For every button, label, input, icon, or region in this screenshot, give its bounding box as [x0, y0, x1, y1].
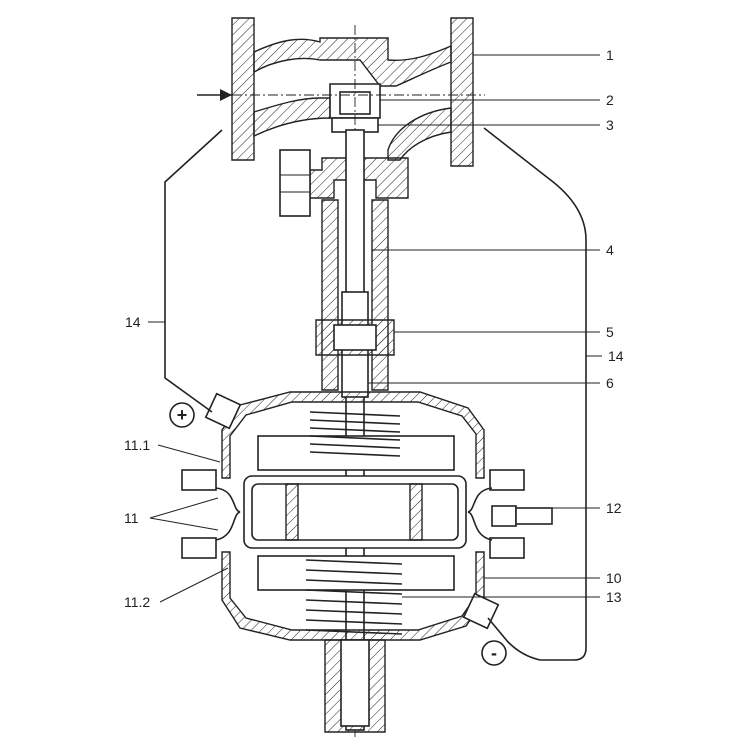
bonnet-neck-left — [321, 199, 339, 391]
flange-bolt-bottom-left — [181, 537, 217, 559]
minus-symbol: - — [491, 643, 497, 663]
callout-12: 12 — [606, 500, 622, 516]
bonnet-bolt — [279, 149, 311, 217]
diaphragm-inner — [251, 483, 459, 541]
minus-circle — [481, 640, 507, 666]
lower-chamber — [257, 555, 455, 591]
flange-bolt-top-right — [489, 469, 525, 491]
diaphragm — [215, 487, 241, 541]
upper-diaphragm-case — [221, 391, 485, 479]
lower-spring — [305, 559, 403, 635]
callout-11-2: 11.2 — [124, 594, 150, 610]
callout-11-1: 11.1 — [124, 437, 150, 453]
bonnet-neck-right — [371, 199, 389, 391]
body-lower-right-wall — [387, 107, 452, 161]
body-upper-wall — [253, 37, 452, 87]
upper-spring — [309, 411, 401, 457]
callout-14-left: 14 — [125, 314, 141, 330]
callout-10: 10 — [606, 570, 622, 586]
impulse-line-left — [164, 129, 223, 413]
right-flange — [450, 17, 474, 167]
left-flange — [231, 17, 255, 161]
upper-chamber — [257, 435, 455, 471]
actuator — [181, 391, 553, 733]
plus-circle — [169, 402, 195, 428]
callout-6: 6 — [606, 375, 614, 391]
plus-symbol: + — [177, 405, 188, 425]
impulse-line-right — [483, 127, 587, 661]
callout-3: 3 — [606, 117, 614, 133]
callout-2: 2 — [606, 92, 614, 108]
flange-bolt-bottom-right — [489, 537, 525, 559]
plate-rib-right — [409, 483, 423, 541]
vent-plug — [515, 507, 553, 525]
signal-port-top — [204, 392, 242, 430]
callout-14-right: 14 — [608, 348, 624, 364]
leader-lines — [148, 54, 602, 603]
bottom-bore — [340, 639, 370, 727]
lower-diaphragm-case — [221, 551, 485, 641]
callout-4: 4 — [606, 242, 614, 258]
diaphragm-right — [467, 487, 493, 541]
gland-nut-bore — [333, 324, 377, 351]
flange-bolt-top-left — [181, 469, 217, 491]
vent-connector — [491, 505, 517, 527]
plate-rib-left — [285, 483, 299, 541]
callout-11: 11 — [124, 510, 139, 526]
callout-1: 1 — [606, 47, 614, 63]
flow-arrow-head — [220, 89, 232, 101]
callout-5: 5 — [606, 324, 614, 340]
body-lower-wall — [253, 97, 331, 138]
callout-13: 13 — [606, 589, 622, 605]
